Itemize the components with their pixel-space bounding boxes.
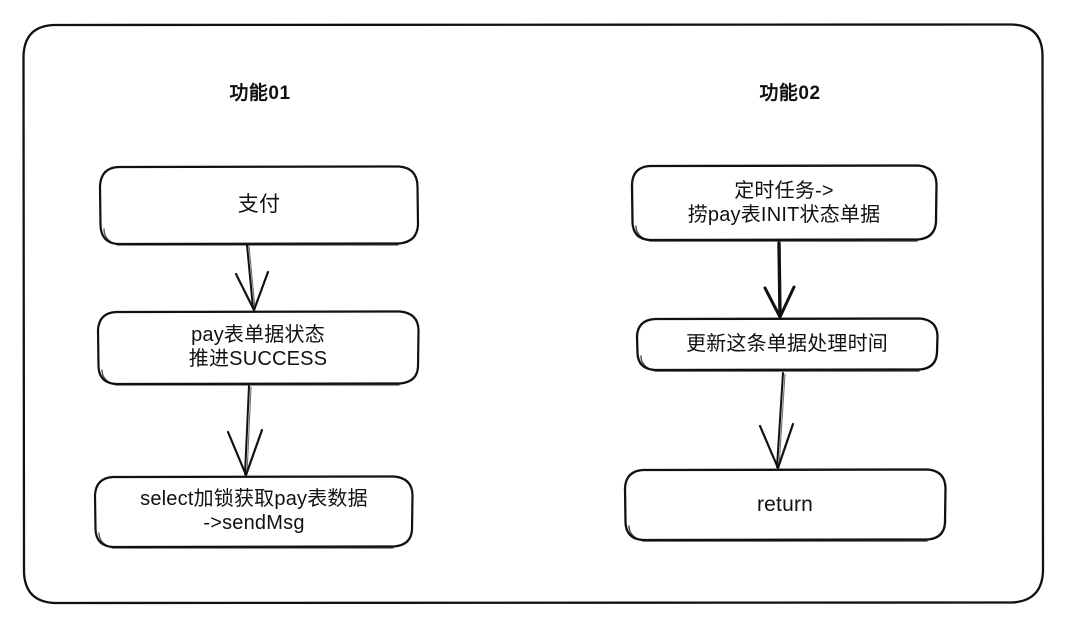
node-box-l2[interactable] xyxy=(96,310,420,386)
outer-frame xyxy=(22,23,1045,605)
edge-r1-to-r2 xyxy=(763,241,796,319)
edge-r2-to-r3 xyxy=(758,372,795,470)
node-box-r3[interactable] xyxy=(623,468,947,542)
edge-l2-to-l3 xyxy=(226,385,264,477)
node-box-l3[interactable] xyxy=(93,475,414,549)
edge-l1-to-l2 xyxy=(234,244,270,312)
column-title-2: 功能02 xyxy=(759,83,821,104)
node-box-r2[interactable] xyxy=(635,317,939,372)
node-box-l1[interactable] xyxy=(98,165,420,246)
column-title-1: 功能01 xyxy=(229,83,291,104)
node-box-r1[interactable] xyxy=(630,164,938,242)
